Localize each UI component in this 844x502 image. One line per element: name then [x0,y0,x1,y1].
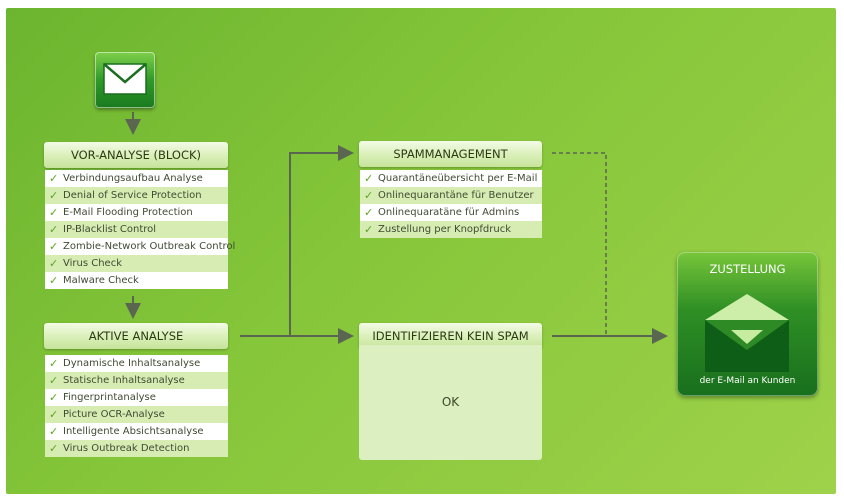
list-item: ✓E-Mail Flooding Protection [45,204,228,221]
no-spam-result: OK [441,395,460,409]
list-item: ✓Statische Inhaltsanalyse [45,372,228,389]
list-item: ✓Denial of Service Protection [45,187,228,204]
no-spam-result-box [359,345,542,460]
list-item: ✓Dynamische Inhaltsanalyse [45,355,228,372]
check-icon: ✓ [364,223,374,236]
check-icon: ✓ [49,274,59,287]
list-item: ✓Malware Check [45,272,228,289]
check-icon: ✓ [49,223,59,236]
check-icon: ✓ [49,374,59,387]
check-icon: ✓ [364,189,374,202]
check-icon: ✓ [49,357,59,370]
check-icon: ✓ [364,172,374,185]
no-spam-header: IDENTIFIZIEREN KEIN SPAM [359,323,542,349]
check-icon: ✓ [49,425,59,438]
delivery-subtitle: der E-Mail an Kunden [699,376,796,386]
list-item: ✓Quarantäneübersicht per E-Mail [360,170,542,187]
list-item: ✓Fingerprintanalyse [45,389,228,406]
check-icon: ✓ [49,189,59,202]
check-icon: ✓ [49,442,59,455]
spam-management-header: SPAMMANAGEMENT [359,141,542,167]
spam-management-title: SPAMMANAGEMENT [393,147,508,161]
pre-analysis-title: VOR-ANALYSE (BLOCK) [70,148,202,162]
list-item: ✓Picture OCR-Analyse [45,406,228,423]
delivery-box [677,252,818,396]
list-item: ✓Onlinequarantäne für Benutzer [360,187,542,204]
list-item: ✓Zombie-Network Outbreak Control [45,238,235,255]
list-item: ✓IP-Blacklist Control [45,221,228,238]
dashed-spam-to-delivery [552,152,607,336]
active-analysis-title: AKTIVE ANALYSE [88,329,184,343]
list-item: ✓Virus Check [45,255,228,272]
arrow-to-spam-management [289,145,354,336]
check-icon: ✓ [49,240,59,253]
no-spam-title: IDENTIFIZIEREN KEIN SPAM [372,329,529,343]
active-analysis-list: ✓Dynamische Inhaltsanalyse ✓Statische In… [45,355,228,457]
list-item: ✓Onlinequaratäne für Admins [360,204,542,221]
list-item: ✓Virus Outbreak Detection [45,440,228,457]
check-icon: ✓ [364,206,374,219]
pre-analysis-header: VOR-ANALYSE (BLOCK) [44,142,228,168]
list-item: ✓Zustellung per Knopfdruck [360,221,542,238]
active-analysis-header: AKTIVE ANALYSE [44,323,228,349]
check-icon: ✓ [49,408,59,421]
open-envelope-icon [705,294,789,372]
list-item: ✓Intelligente Absichtsanalyse [45,423,228,440]
check-icon: ✓ [49,391,59,404]
spam-management-list: ✓Quarantäneübersicht per E-Mail ✓Onlineq… [360,170,542,238]
check-icon: ✓ [49,172,59,185]
delivery-title: ZUSTELLUNG [709,262,786,276]
list-item: ✓Verbindungsaufbau Analyse [45,170,228,187]
pre-analysis-list: ✓Verbindungsaufbau Analyse ✓Denial of Se… [45,170,235,289]
check-icon: ✓ [49,206,59,219]
envelope-icon [95,52,155,108]
check-icon: ✓ [49,257,59,270]
